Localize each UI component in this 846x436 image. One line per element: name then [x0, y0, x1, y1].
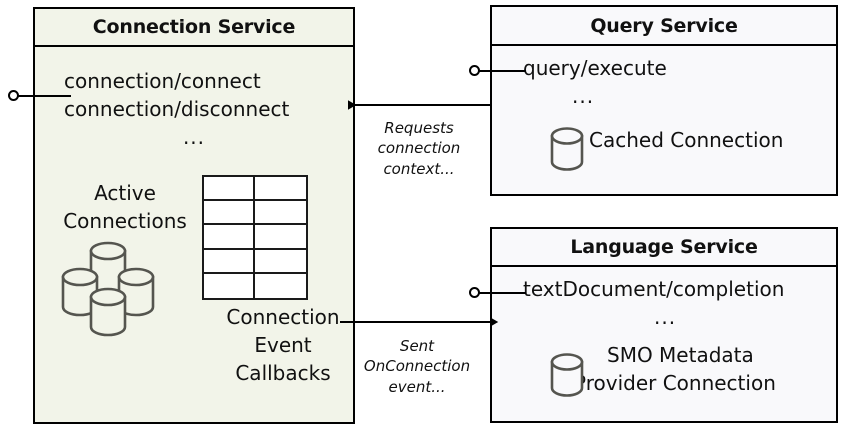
- connection-event-callbacks-label-line1: Connection: [226, 305, 340, 329]
- smo-metadata-label-line1: SMO Metadata: [607, 343, 754, 367]
- active-connections-label-line2: Connections: [63, 209, 187, 233]
- grid-cell: [204, 225, 255, 250]
- endpoint-query-execute: query/execute: [523, 56, 667, 80]
- interface-stem: [479, 291, 526, 294]
- edge-label-line2: OnConnection: [363, 357, 471, 376]
- connection-event-callbacks-label-line2: Event: [254, 333, 312, 357]
- endpoint-textdocument-completion: textDocument/completion: [523, 277, 785, 301]
- endpoint-connection-disconnect: connection/disconnect: [64, 97, 290, 121]
- provided-interface-language-service[interactable]: [469, 287, 526, 298]
- edge-label-line3: context...: [383, 159, 455, 178]
- query-service-body: query/execute ... Cached Connection: [492, 46, 836, 194]
- cached-connection-label: Cached Connection: [589, 128, 784, 152]
- grid-cell: [204, 273, 255, 298]
- connection-service-body: connection/connect connection/disconnect…: [35, 47, 353, 422]
- grid-cell: [255, 274, 306, 298]
- interface-stem: [479, 69, 526, 72]
- table-grid-icon: [202, 175, 308, 300]
- language-service-title: Language Service: [492, 229, 836, 267]
- component-language-service[interactable]: Language Service textDocument/completion…: [490, 227, 838, 423]
- interface-stem: [18, 94, 71, 97]
- endpoint-connection-connect: connection/connect: [64, 69, 261, 93]
- edge-label-line1: Requests: [384, 119, 454, 137]
- grid-cell: [204, 177, 255, 202]
- language-service-more-indicator: ...: [654, 305, 677, 329]
- smo-metadata-label-line2: Provider Connection: [574, 371, 776, 395]
- edge-label-line3: event...: [388, 377, 446, 396]
- provided-interface-query-service[interactable]: [469, 65, 526, 76]
- grid-cell: [204, 201, 255, 226]
- edge-label-line1: Sent: [399, 337, 435, 355]
- connection-service-title: Connection Service: [35, 9, 353, 47]
- edge-label-connection-to-language: Sent OnConnection event...: [352, 336, 482, 397]
- active-connections-label-line1: Active: [94, 181, 156, 205]
- language-service-body: textDocument/completion ... SMO Metadata…: [492, 267, 836, 421]
- component-query-service[interactable]: Query Service query/execute ... Cached C…: [490, 5, 838, 196]
- grid-cell: [255, 225, 306, 250]
- edge-label-query-to-connection: Requests connection context...: [358, 118, 480, 179]
- grid-cell: [204, 249, 255, 274]
- grid-cell: [255, 177, 306, 202]
- component-connection-service[interactable]: Connection Service connection/connect co…: [33, 7, 355, 424]
- connection-event-callbacks-label-line3: Callbacks: [235, 361, 331, 385]
- connection-service-more-indicator: ...: [182, 125, 206, 149]
- query-service-title: Query Service: [492, 7, 836, 46]
- grid-cell: [255, 250, 306, 274]
- multi-database-cylinders-icon: [61, 241, 155, 337]
- grid-cell: [255, 201, 306, 226]
- provided-interface-connection-service[interactable]: [8, 90, 71, 101]
- database-cylinder-icon: [550, 353, 584, 397]
- query-service-more-indicator: ...: [572, 84, 595, 108]
- edge-label-line2: connection: [377, 139, 461, 158]
- database-cylinder-icon: [550, 127, 584, 171]
